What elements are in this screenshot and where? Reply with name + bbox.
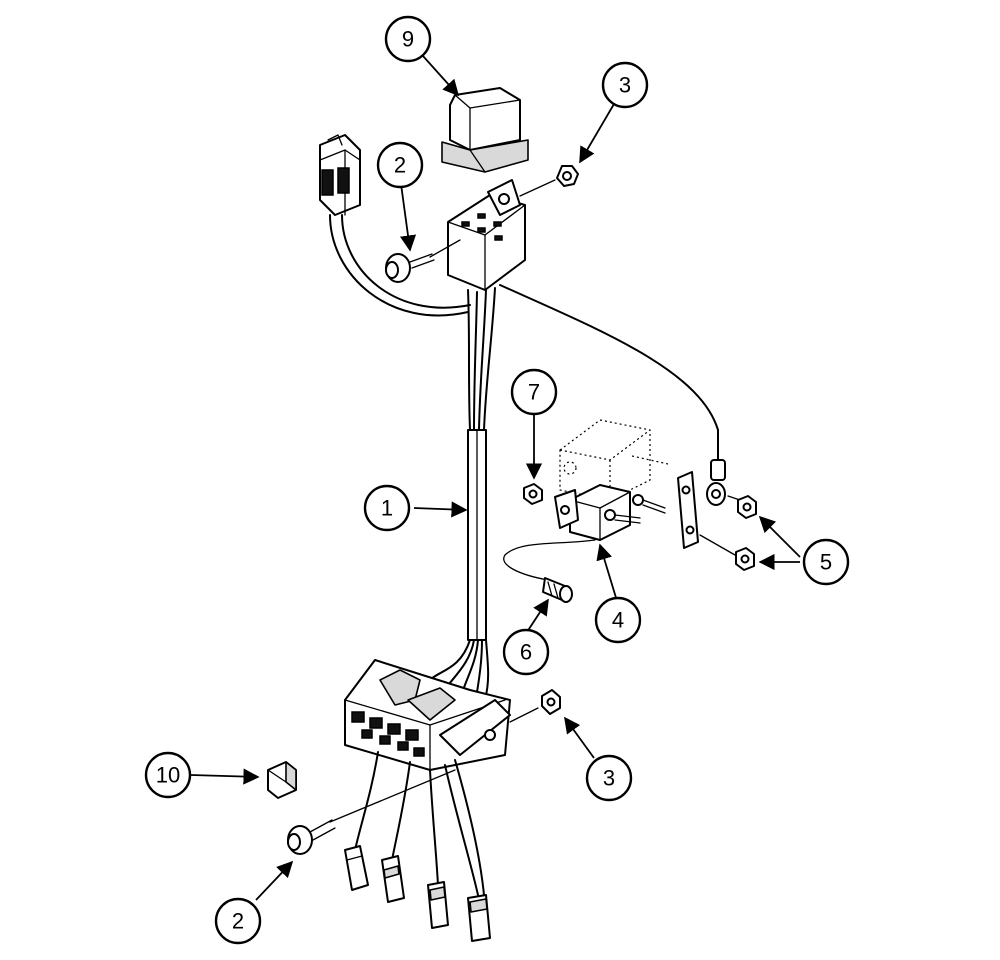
callout-relay-label: 9 xyxy=(402,27,414,52)
spade-terminal-3 xyxy=(427,881,449,929)
lower-wires xyxy=(354,751,485,896)
callout-circuit-breaker: 4 xyxy=(594,596,642,644)
terminal-nut-lower xyxy=(735,547,755,571)
terminal-nut-upper xyxy=(737,495,757,519)
callout-breaker-nut: 7 xyxy=(510,368,558,416)
callout-breaker-screw: 6 xyxy=(502,628,550,676)
circuit-breaker xyxy=(554,484,666,541)
connector-plug xyxy=(319,134,361,216)
callout-relay-nut-label: 3 xyxy=(619,73,631,98)
wiring-harness-sheath xyxy=(467,429,487,641)
fuse-block-screw xyxy=(287,769,456,855)
fuse xyxy=(267,761,297,799)
callout-terminal-nuts: 5 xyxy=(802,538,850,586)
callout-breaker-nut-label: 7 xyxy=(528,380,540,405)
fuse-block xyxy=(344,659,539,771)
callout-fuse-block-nut: 3 xyxy=(585,754,633,802)
relay-socket xyxy=(447,179,526,291)
callout-fuse-block-screw-label: 2 xyxy=(232,909,244,934)
callout-circuit-breaker-label: 4 xyxy=(612,608,624,633)
callout-fuse-block-screw: 2 xyxy=(214,897,262,945)
relay-cover xyxy=(441,87,529,173)
terminal-bar xyxy=(677,471,736,556)
callout-fuse-block-nut-label: 3 xyxy=(603,766,615,791)
spade-terminal-2 xyxy=(381,855,405,903)
leader-lines xyxy=(190,55,801,901)
ring-terminal xyxy=(706,459,741,506)
callout-relay-nut: 3 xyxy=(601,61,649,109)
breaker-screw xyxy=(542,577,573,603)
callout-relay: 9 xyxy=(384,15,432,63)
callout-breaker-screw-label: 6 xyxy=(520,640,532,665)
callout-wiring-harness-label: 1 xyxy=(381,496,393,521)
relay-nut xyxy=(519,165,579,197)
callout-fuse-label: 10 xyxy=(156,763,180,788)
callout-relay-screw: 2 xyxy=(376,141,424,189)
breaker-nut xyxy=(523,483,543,505)
spade-terminal-1 xyxy=(344,845,369,891)
wires xyxy=(329,214,719,581)
breaker-ghost xyxy=(559,419,669,501)
spade-terminal-4 xyxy=(467,894,491,942)
callout-terminal-nuts-label: 5 xyxy=(820,550,832,575)
callout-fuse: 10 xyxy=(144,751,192,799)
fuse-block-nut xyxy=(541,689,561,715)
callout-relay-screw-label: 2 xyxy=(394,153,406,178)
callout-wiring-harness: 1 xyxy=(363,484,411,532)
relay-screw xyxy=(385,239,461,283)
